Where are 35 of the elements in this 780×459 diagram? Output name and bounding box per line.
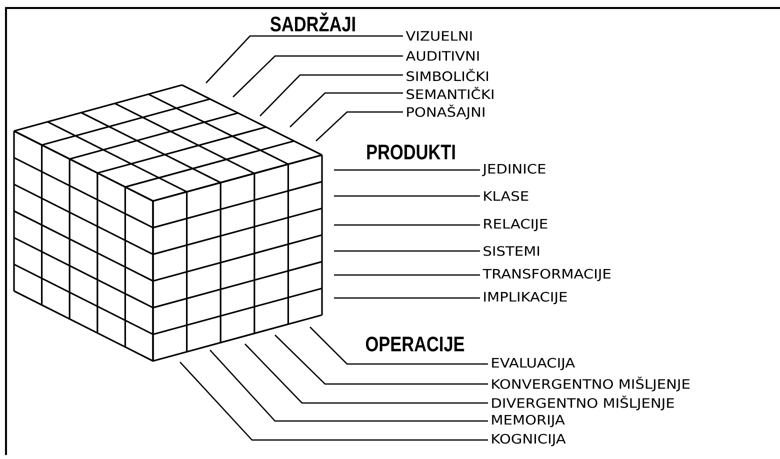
leader-line: [260, 74, 403, 116]
category-label: TRANSFORMACIJE: [482, 268, 610, 282]
leader-line: [334, 224, 480, 226]
leader-line: [244, 344, 488, 404]
category-label: SISTEMI: [484, 246, 540, 256]
leader-line: [290, 92, 403, 128]
leader-line: [334, 169, 480, 171]
category-label: KONVERGENTNO MIŠLJENJE: [492, 376, 690, 392]
category-label: PONAŠAJNI: [407, 104, 484, 120]
leader-line: [206, 35, 403, 84]
leader-line: [334, 297, 480, 299]
category-label: MEMORIJA: [492, 414, 565, 428]
category-label: KLASE: [484, 191, 528, 201]
leader-line: [180, 362, 488, 441]
leader-line: [232, 55, 403, 98]
leader-line: [334, 250, 480, 252]
category-label: EVALUACIJA: [492, 358, 575, 370]
category-label: RELACIJE: [484, 218, 548, 232]
category-label: VIZUELNI: [406, 31, 472, 41]
leader-line: [316, 111, 403, 142]
leader-line: [334, 274, 480, 276]
dimension-heading: PRODUKTI: [367, 144, 455, 160]
category-label: JEDINICE: [482, 164, 546, 176]
category-label: AUDITIVNI: [406, 51, 479, 61]
leader-line: [334, 195, 480, 197]
dimension-heading: SADRŽAJI: [270, 12, 355, 32]
dimension-heading: OPERACIJE: [366, 336, 464, 352]
category-label: DIVERGENTNO MIŠLJENJE: [492, 396, 674, 410]
category-label: SEMANTIČKI: [406, 86, 494, 100]
category-label: KOGNICIJA: [492, 434, 566, 446]
category-label: SIMBOLIČKI: [406, 68, 488, 82]
leader-line: [274, 334, 488, 385]
category-label: IMPLIKACIJE: [484, 292, 567, 304]
leader-line: [310, 326, 488, 365]
leader-line: [210, 350, 488, 422]
